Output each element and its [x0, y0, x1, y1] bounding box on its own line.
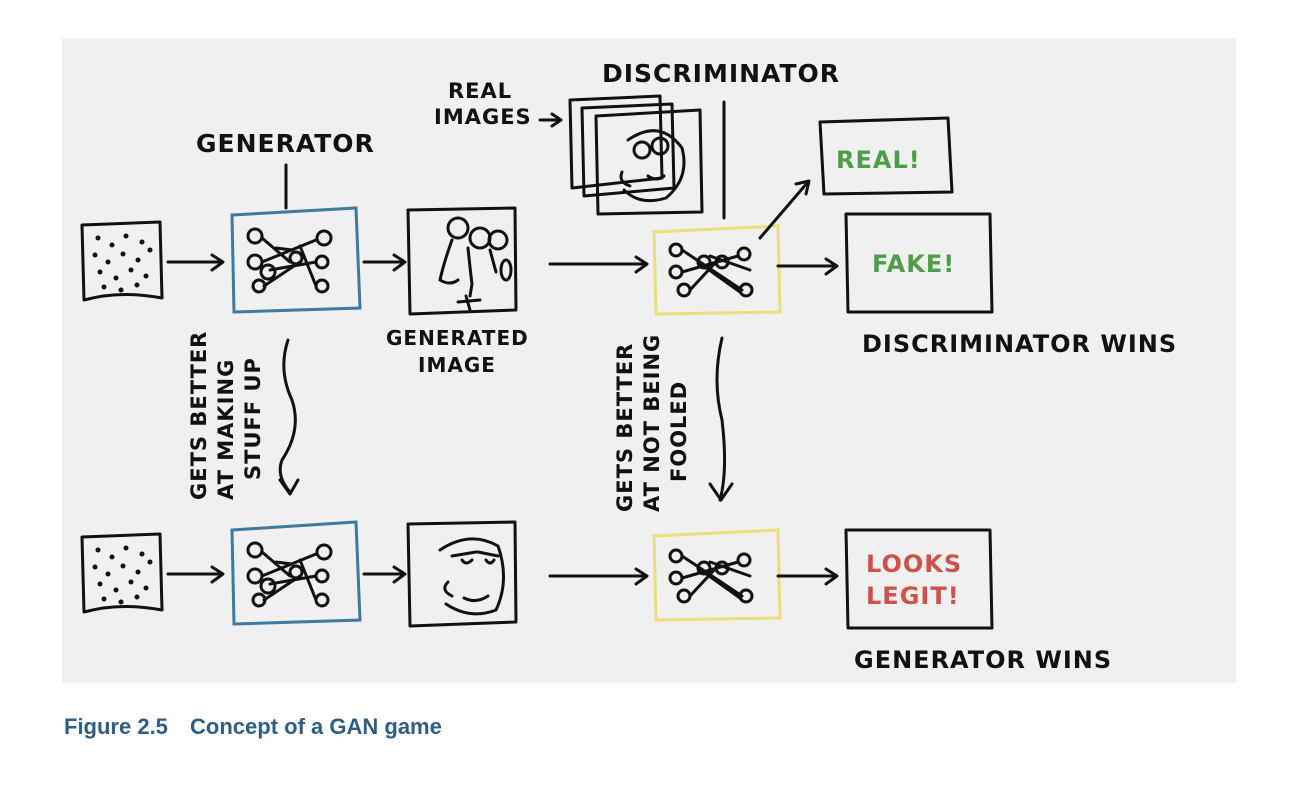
figure-caption: Figure 2.5 Concept of a GAN game	[64, 714, 442, 740]
discriminator-improves-arrow	[708, 336, 734, 502]
discriminator-wins-label: DISCRIMINATOR WINS	[862, 330, 1177, 358]
legit-verdict-line2: LEGIT!	[866, 582, 960, 610]
generator-improves-arrow	[278, 338, 300, 496]
generator-network-bottom	[230, 520, 362, 626]
arrow-image-to-discriminator-top	[548, 255, 649, 274]
discriminator-improves-label: GETS BETTER AT NOT BEING FOOLED	[613, 334, 691, 512]
arrow-noise-to-generator-bottom	[166, 565, 225, 584]
discriminator-improves-line2: AT NOT BEING	[640, 334, 664, 512]
generator-improves-line2: AT MAKING	[214, 359, 238, 500]
discriminator-network-top	[652, 224, 782, 316]
figure-caption-text: Concept of a GAN game	[190, 714, 442, 739]
legit-verdict-line1: LOOKS	[866, 550, 962, 578]
fake-verdict-box	[844, 212, 994, 314]
fake-verdict-text: FAKE!	[872, 250, 955, 278]
real-verdict-box	[818, 116, 954, 196]
generator-label: GENERATOR	[196, 129, 375, 158]
noise-input-bottom	[80, 532, 164, 614]
generator-network-top	[230, 163, 362, 314]
discriminator-improves-line1: GETS BETTER	[613, 343, 637, 512]
legit-verdict-box	[844, 528, 994, 630]
arrow-image-to-discriminator-bottom	[548, 567, 649, 586]
generator-improves-line1: GETS BETTER	[187, 331, 211, 500]
arrow-noise-to-generator-top	[166, 253, 225, 272]
generator-improves-label: GETS BETTER AT MAKING STUFF UP	[187, 331, 265, 500]
discriminator-label: DISCRIMINATOR	[602, 59, 840, 88]
real-images-label-line2: IMAGES	[434, 105, 532, 129]
generated-image-label-line1: GENERATED	[386, 326, 529, 350]
generator-improves-line3: STUFF UP	[241, 357, 265, 480]
discriminator-improves-line3: FOOLED	[667, 381, 691, 482]
discriminator-network-bottom	[652, 528, 782, 622]
arrow-real-to-stack	[538, 112, 563, 128]
arrow-discriminator-to-real	[758, 179, 811, 240]
generated-image-label-line2: IMAGE	[418, 353, 496, 377]
arrow-discriminator-to-fake	[776, 257, 839, 276]
arrow-generator-to-image-bottom	[362, 565, 407, 584]
real-images-label-line1: REAL	[448, 79, 512, 103]
generated-image-top	[406, 206, 518, 316]
arrow-discriminator-to-legit	[776, 567, 839, 586]
real-verdict-text: REAL!	[836, 146, 921, 174]
real-images-stack	[568, 94, 704, 216]
generated-image-bottom	[406, 520, 518, 628]
generator-wins-label: GENERATOR WINS	[854, 646, 1112, 674]
arrow-generator-to-image-top	[362, 253, 407, 272]
noise-input-top	[80, 220, 164, 302]
figure-number: Figure 2.5	[64, 714, 168, 739]
